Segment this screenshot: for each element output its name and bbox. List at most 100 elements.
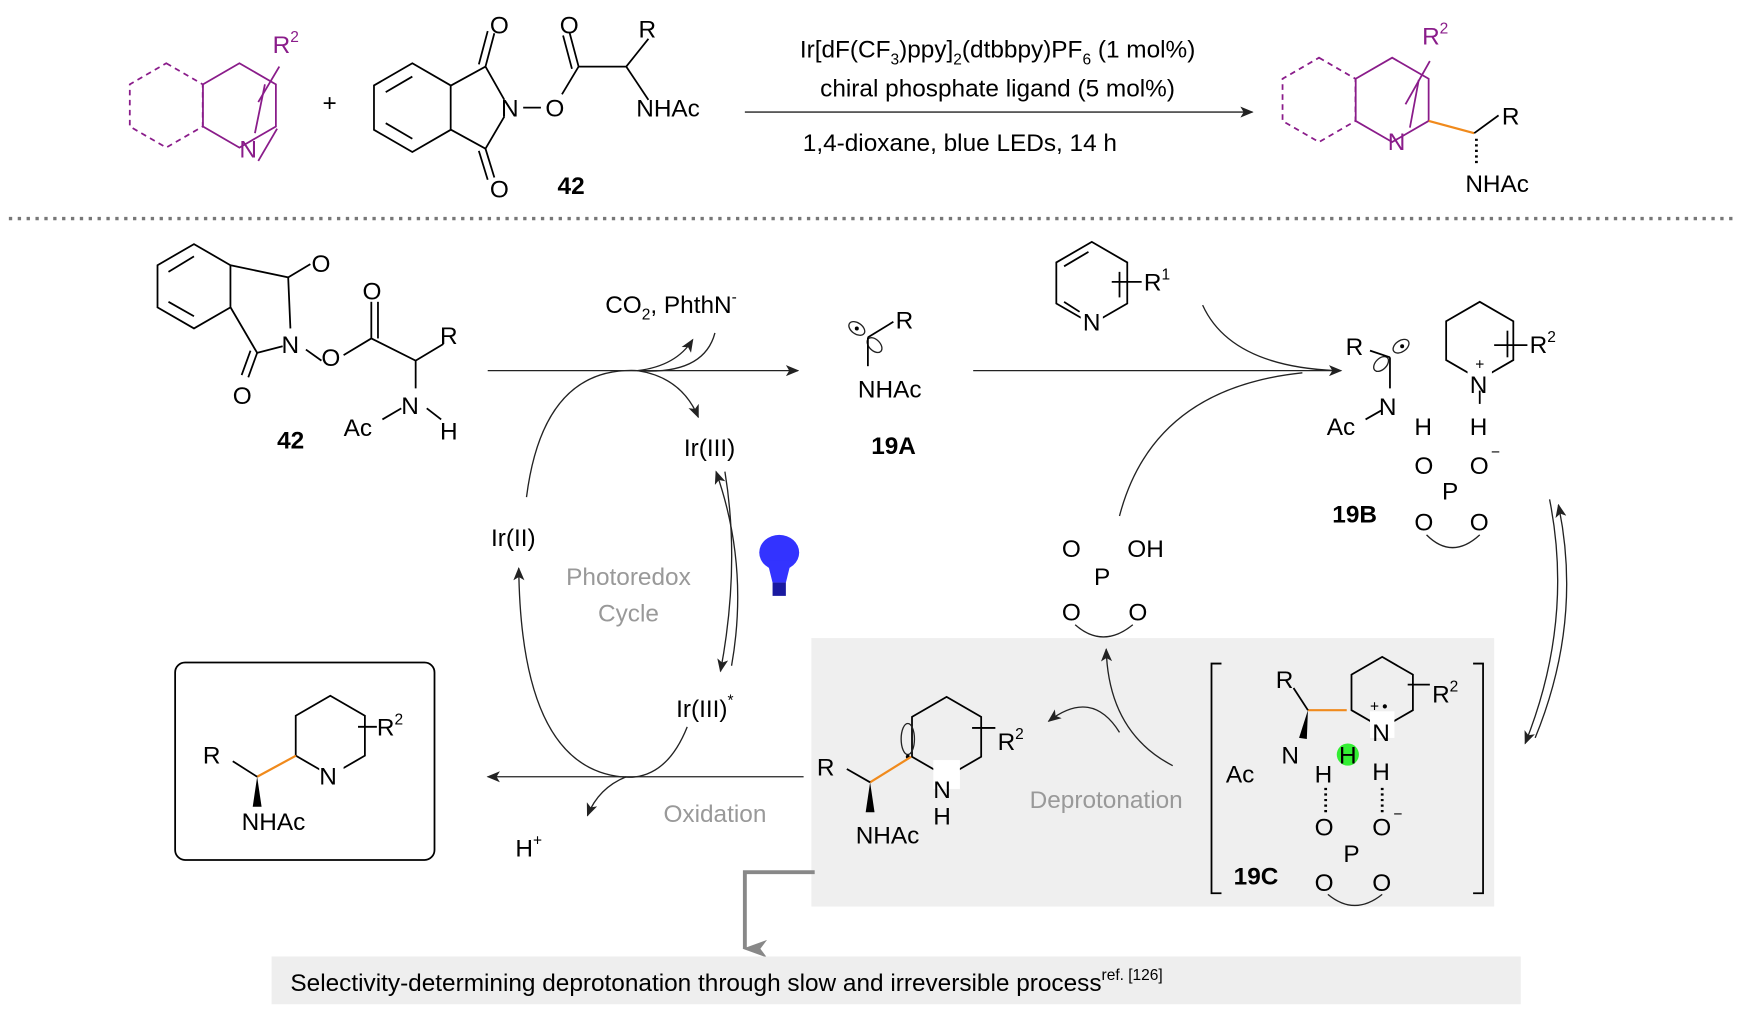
atom-oh: OH [1127,536,1164,563]
transferring-proton: H [1339,742,1357,769]
footer-banner [271,956,1521,1005]
atom-o: O [1414,509,1433,536]
atom-n: N [1083,310,1101,337]
compound-label-19a: 19A [871,433,916,460]
to-intermediate-arrow [1047,706,1121,733]
atom-p: P [1094,564,1110,591]
atom-n: N [401,393,419,420]
atom-o: O [233,383,252,410]
charge-minus: − [1491,444,1500,461]
ir3-label: Ir(III) [684,435,735,462]
atom-n: N [933,777,951,804]
atom-ac: Ac [1327,414,1355,441]
atom-ac: Ac [344,415,372,442]
atom-p: P [1442,478,1458,505]
group-nhac: NHAc [636,96,700,123]
ring [156,243,232,330]
atom-h: H [933,803,951,830]
equilibrium-reverse-arrow [1534,503,1568,739]
atom-r: R [203,742,221,769]
atom-o: O [490,177,509,204]
atom-o: O [1372,815,1391,842]
acid-regeneration-arrow [1100,648,1174,767]
byproduct-arrow [637,338,694,372]
group-nhac: NHAc [858,376,922,403]
ring [1354,56,1430,144]
atom-n: N [1388,129,1406,156]
group-nhac: NHAc [856,822,920,849]
pyridine-merge-arrow [1202,304,1336,372]
atom-r: R [440,323,458,350]
atom-n: N [1281,742,1299,769]
relaxation-arrow [714,470,739,666]
reaction-conditions: Ir[dF(CF3)ppy]2(dtbbpy)PF6 (1 mol%) chir… [744,37,1254,157]
atom-h: H [1470,414,1488,441]
proton-release-arrow [586,776,627,817]
charge-plus: + [1475,357,1484,374]
atom-h: H [1372,759,1390,786]
acid-merge-arrow [1118,372,1303,517]
to-ir3-arrow [637,369,699,419]
substituent-r2: R2 [377,712,403,742]
oxidation-label: Oxidation [663,801,766,828]
atom-o: O [1315,815,1334,842]
conditions-solvent: 1,4-dioxane, blue LEDs, 14 h [803,130,1117,157]
atom-r: R [1346,334,1364,361]
conditions-ligand: chiral phosphate ligand (5 mol%) [820,76,1175,103]
atom-n: N [319,764,337,791]
reagent-42: O N O O O R N Ac H 42 [156,243,458,454]
atom-r: R [896,307,914,334]
atom-h: H [1315,761,1333,788]
atom-o: O [490,12,509,39]
atom-ac: Ac [1226,761,1254,788]
substituent-r2: R2 [998,726,1024,756]
atom-o: O [1062,599,1081,626]
ring [128,62,204,149]
excitation-arrow [717,471,733,673]
substituent-r1: R1 [1144,267,1170,297]
charge-plus: + [1370,698,1379,715]
compound-label-42: 42 [558,173,585,200]
atom-o: O [1414,453,1433,480]
cycle-arc-bottom [513,567,688,778]
radical-dot: • [1382,698,1387,715]
proton-label: H+ [515,833,542,863]
atom-r: R [1502,103,1520,130]
dihydropyridine-intermediate: N H R2 R NHAc [817,695,1024,849]
byproducts-co2-phthn: CO2, PhthN- [605,289,737,324]
cycle-arc-top [525,332,716,498]
substituent-r2: R2 [1530,329,1556,359]
ring [202,62,277,149]
atom-n: N [1470,372,1488,399]
complex-19B: R N Ac H + N H R2 O O − P O O 19B [1327,300,1556,549]
atom-h: H [440,418,458,445]
atom-o: O [1128,599,1147,626]
ring [1281,56,1357,144]
ir2-label: Ir(II) [491,525,536,552]
equilibrium-forward-arrow [1524,499,1559,745]
conditions-catalyst: Ir[dF(CF3)ppy]2(dtbbpy)PF6 (1 mol%) [800,37,1195,69]
product-top: N R2 R NHAc [1281,20,1529,198]
atom-p: P [1343,841,1359,868]
cycle-title-line1: Photoredox [566,564,691,591]
plus-sign: + [323,90,337,117]
deprotonation-panel [811,638,1495,907]
atom-o: O [545,96,564,123]
group-nhac: NHAc [1465,171,1529,198]
atom-n: N [1379,394,1397,421]
atom-n: N [1372,720,1390,747]
final-product-box: N R2 R NHAc [174,661,436,861]
atom-n: N [239,137,257,164]
transition-state-19C: H R N Ac H + • N H R2 O O − P O O 19C [1210,655,1484,907]
compound-label-19b: 19B [1332,502,1377,529]
atom-r: R [817,755,835,782]
atom-o: O [560,12,579,39]
atom-o: O [1372,870,1391,897]
atom-o: O [1470,453,1489,480]
reagent-42-top: O O N O O R NHAc 42 [373,12,700,204]
atom-o: O [362,279,381,306]
quinoline-substrate: N R2 [128,29,299,164]
atom-o: O [311,251,330,278]
cycle-title-line2: Cycle [598,600,659,627]
